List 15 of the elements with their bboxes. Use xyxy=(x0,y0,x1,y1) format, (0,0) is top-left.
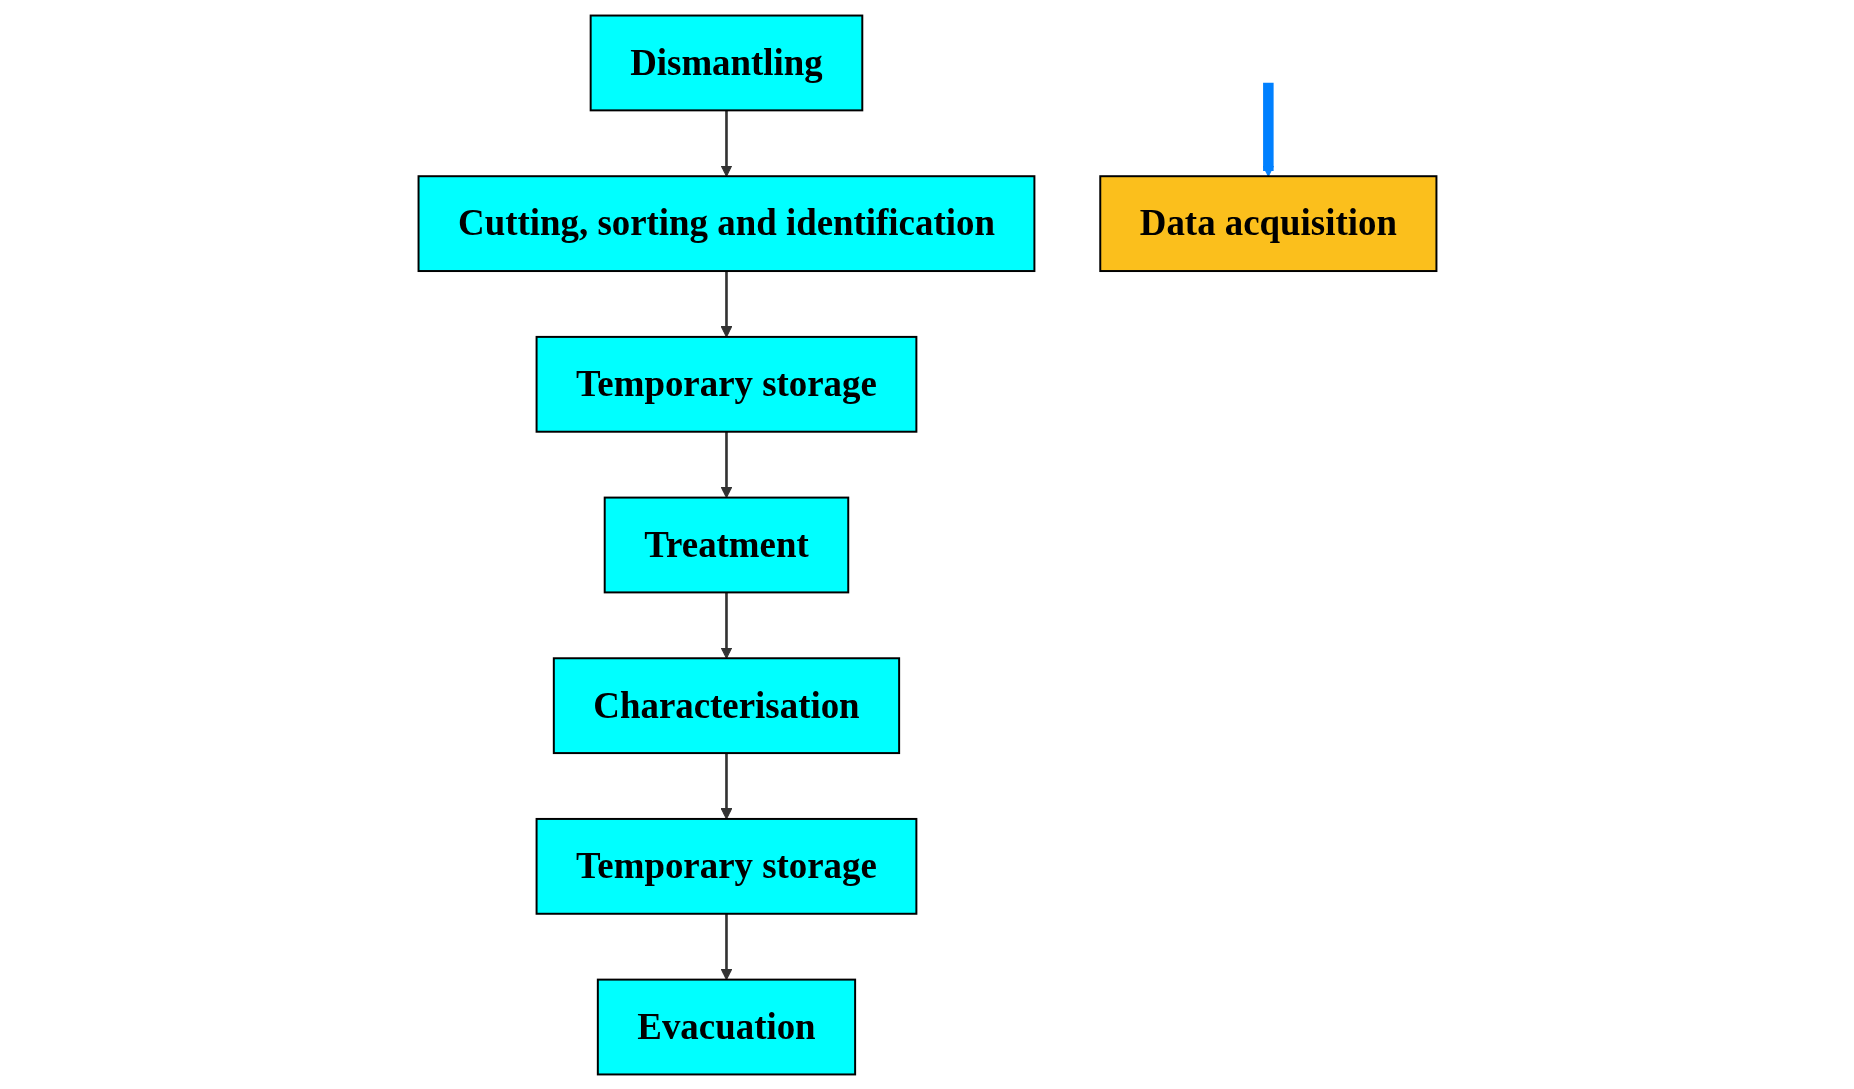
node-box: Characterisation xyxy=(552,656,900,754)
arrow xyxy=(720,752,732,819)
node-box: Data acquisition xyxy=(1098,174,1437,272)
arrow xyxy=(1262,82,1274,177)
arrow xyxy=(720,591,732,659)
node-box: Temporary storage xyxy=(535,817,917,915)
node-box: Evacuation xyxy=(596,978,856,1075)
node-box: Dismantling xyxy=(589,14,863,111)
arrow xyxy=(720,431,732,498)
node-box: Treatment xyxy=(603,496,849,593)
node-box: Cutting, sorting and identification xyxy=(417,174,1035,272)
node-box: Temporary storage xyxy=(535,335,917,433)
arrow xyxy=(720,270,732,337)
arrow xyxy=(720,109,732,177)
arrow xyxy=(720,913,732,980)
